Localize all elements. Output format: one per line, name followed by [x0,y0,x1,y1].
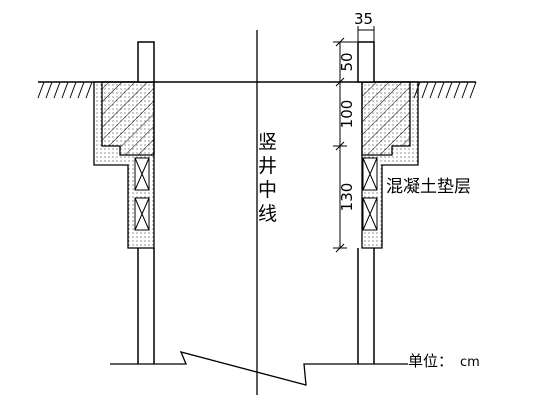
left-wall [137,41,155,364]
concrete-cushion-label: 混凝土垫层 [386,177,471,197]
top-width-dimension [357,26,375,42]
shaft-center-char-3: 中 [258,179,277,201]
dimension-line [333,37,357,253]
shaft-center-char-4: 线 [258,203,277,225]
shaft-center-char-1: 竖 [258,131,277,153]
unit-value: cm [460,355,480,370]
left-timber-blocks [134,157,150,231]
right-lock-block-hatch [361,81,411,156]
left-lock-block-hatch [101,81,155,156]
ground-hatch-left [37,81,93,99]
dim-50: 50 [338,52,356,71]
shaft-center-label: 竖 井 中 线 [258,131,277,225]
dim-130: 130 [338,183,356,212]
break-line [110,351,408,386]
ground-hatch-right [413,81,477,99]
right-wall [357,41,375,364]
dim-top-width: 35 [354,10,373,28]
unit-label: 单位： [408,352,453,370]
shaft-center-char-2: 井 [258,155,277,177]
right-timber-blocks [362,157,378,231]
dim-100: 100 [338,100,356,129]
